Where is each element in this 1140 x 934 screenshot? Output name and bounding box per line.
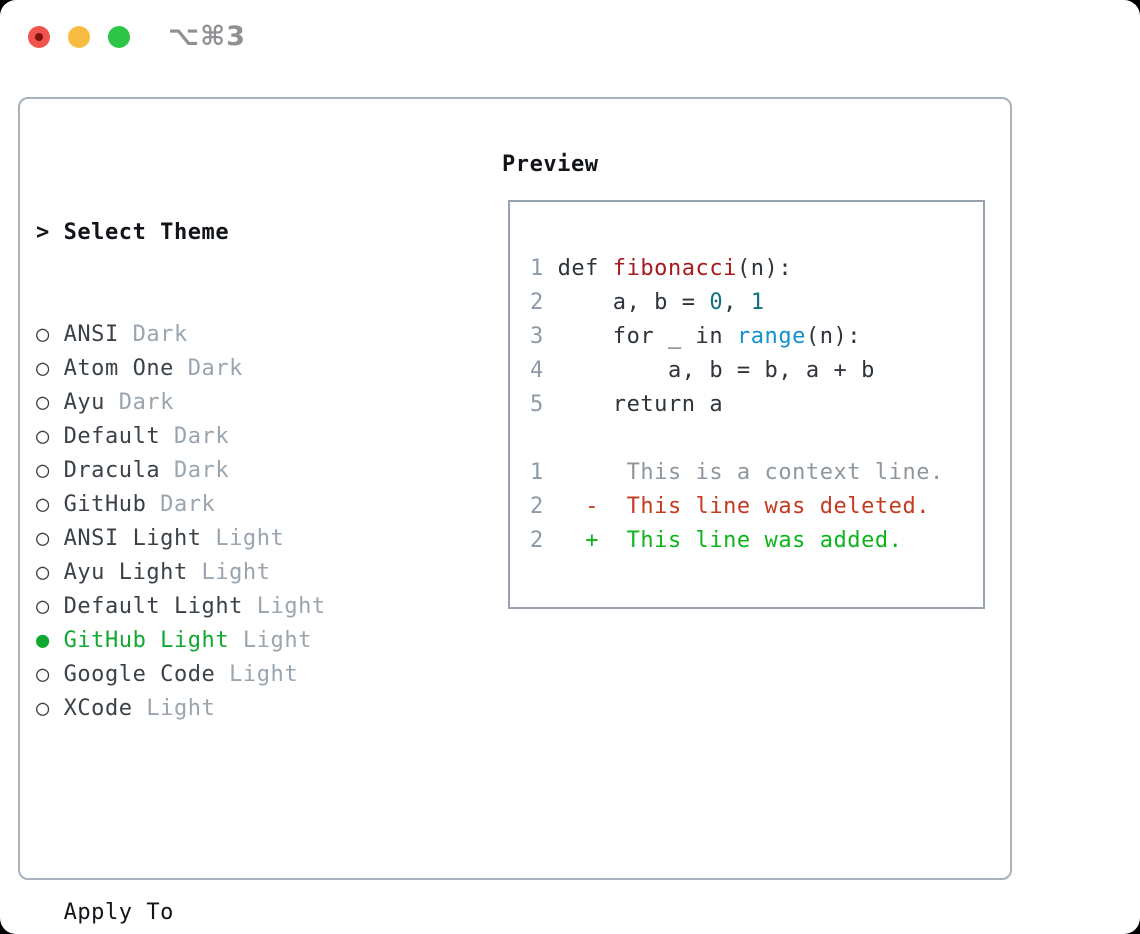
theme-option-atom-one[interactable]: ○ Atom One Dark <box>36 352 486 386</box>
radio-unselected-icon: ○ <box>36 390 50 415</box>
radio-unselected-icon: ○ <box>36 594 50 619</box>
theme-option-xcode[interactable]: ○ XCode Light <box>36 692 486 726</box>
code-line: 2 a, b = 0, 1 <box>530 290 765 315</box>
unsaved-dot-icon <box>35 33 43 41</box>
theme-option-ansi[interactable]: ○ ANSI Dark <box>36 318 486 352</box>
radio-unselected-icon: ○ <box>36 696 50 721</box>
code-preview: 1 def fibonacci(n): 2 a, b = 0, 1 3 for _ … <box>510 202 983 558</box>
minimize-button[interactable] <box>68 26 90 48</box>
theme-variant-tag: Light <box>187 560 271 585</box>
spacer <box>36 794 486 828</box>
code-line: 2 + This line was added. <box>530 528 903 553</box>
radio-unselected-icon: ○ <box>36 560 50 585</box>
theme-name: Default <box>49 424 161 449</box>
theme-variant-tag: Light <box>215 662 299 687</box>
theme-option-ansi-light[interactable]: ○ ANSI Light Light <box>36 522 486 556</box>
radio-unselected-icon: ○ <box>36 322 50 347</box>
code-line: 3 for _ in range(n): <box>530 324 862 349</box>
theme-variant-tag: Dark <box>118 322 188 347</box>
radio-unselected-icon: ○ <box>36 526 50 551</box>
focus-caret-icon: > <box>36 220 50 245</box>
radio-unselected-icon: ○ <box>36 424 50 449</box>
zoom-button[interactable] <box>108 26 130 48</box>
theme-variant-tag: Dark <box>173 356 243 381</box>
theme-variant-tag: Light <box>242 594 326 619</box>
theme-name: Atom One <box>49 356 174 381</box>
theme-variant-tag: Dark <box>160 424 230 449</box>
code-line <box>530 422 983 456</box>
theme-dialog-panel: > Select Theme ○ ANSI Dark○ Atom One Dar… <box>18 97 1012 925</box>
code-line: 1 def fibonacci(n): <box>530 256 793 281</box>
theme-name: Google Code <box>49 662 216 687</box>
theme-variant-tag: Dark <box>146 492 216 517</box>
select-theme-header-text: Select Theme <box>63 220 230 245</box>
theme-option-ayu-light[interactable]: ○ Ayu Light Light <box>36 556 486 590</box>
radio-unselected-icon: ○ <box>36 356 50 381</box>
theme-variant-tag: Dark <box>104 390 174 415</box>
code-line: 4 a, b = b, a + b <box>530 358 875 383</box>
theme-option-dracula[interactable]: ○ Dracula Dark <box>36 454 486 488</box>
select-theme-header-label <box>50 220 64 245</box>
theme-variant-tag: Light <box>229 628 312 653</box>
theme-name: ANSI Light <box>49 526 202 551</box>
theme-option-default-light[interactable]: ○ Default Light Light <box>36 590 486 624</box>
theme-option-github[interactable]: ○ GitHub Dark <box>36 488 486 522</box>
theme-name: Ayu <box>49 390 105 415</box>
theme-name: Ayu Light <box>49 560 188 585</box>
radio-unselected-icon: ○ <box>36 458 50 483</box>
radio-unselected-icon: ○ <box>36 662 50 687</box>
theme-name: Dracula <box>49 458 161 483</box>
theme-option-github-light[interactable]: ● GitHub Light Light <box>36 624 486 658</box>
preview-box: 1 def fibonacci(n): 2 a, b = 0, 1 3 for _ … <box>508 200 985 609</box>
theme-option-google-code[interactable]: ○ Google Code Light <box>36 658 486 692</box>
theme-name: GitHub Light <box>49 628 230 653</box>
theme-picker-column: > Select Theme ○ ANSI Dark○ Atom One Dar… <box>36 148 486 934</box>
radio-selected-icon: ● <box>36 628 50 653</box>
select-theme-header: > Select Theme <box>36 216 486 250</box>
theme-list: ○ ANSI Dark○ Atom One Dark○ Ayu Dark○ De… <box>36 318 486 726</box>
radio-unselected-icon: ○ <box>36 492 50 517</box>
theme-name: GitHub <box>49 492 147 517</box>
theme-option-default[interactable]: ○ Default Dark <box>36 420 486 454</box>
apply-to-header: Apply To <box>36 900 174 925</box>
code-line: 1 This is a context line. <box>530 460 944 485</box>
theme-name: ANSI <box>49 322 119 347</box>
code-line: 2 - This line was deleted. <box>530 494 931 519</box>
theme-option-ayu[interactable]: ○ Ayu Dark <box>36 386 486 420</box>
theme-name: Default Light <box>49 594 243 619</box>
window-title: ⌥⌘3 <box>168 21 246 52</box>
close-button[interactable] <box>28 26 50 48</box>
theme-variant-tag: Light <box>132 696 216 721</box>
code-line: 5 return a <box>530 392 724 417</box>
theme-name: XCode <box>49 696 133 721</box>
theme-variant-tag: Light <box>201 526 285 551</box>
preview-header: Preview <box>502 152 599 177</box>
theme-variant-tag: Dark <box>160 458 230 483</box>
